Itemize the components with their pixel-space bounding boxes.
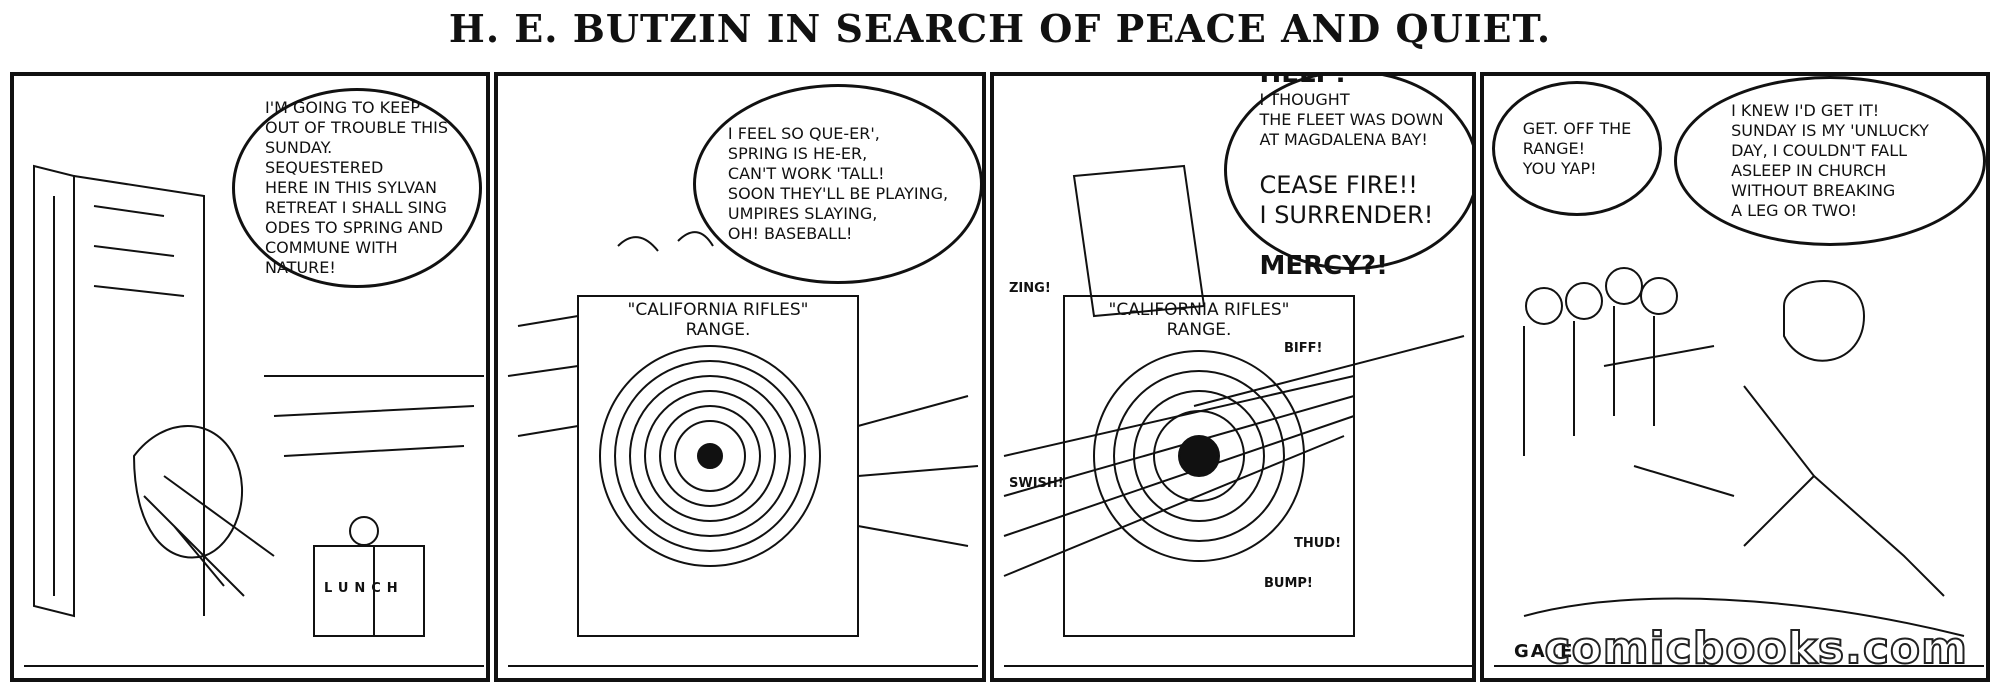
- speech-bubble-4-left-text: GET. OFF THE RANGE! YOU YAP!: [1522, 118, 1632, 178]
- sfx-swish: SWISH!: [1009, 476, 1064, 491]
- panel-4-drawing: [1494, 267, 1984, 667]
- site-watermark: comicbooks.com: [1543, 622, 1968, 675]
- speech-bubble-2-text: I FEEL SO QUE-ER', SPRING IS HE-ER, CAN'…: [727, 124, 949, 243]
- sfx-thud: THUD!: [1294, 536, 1342, 551]
- sfx-biff: BIFF!: [1284, 341, 1323, 356]
- mercy-text: MERCY?!: [1259, 251, 1388, 281]
- lunch-box-label: LUNCH: [324, 581, 404, 596]
- speech-bubble-1: I'M GOING TO KEEP OUT OF TROUBLE THIS SU…: [232, 88, 482, 288]
- panel-2-drawing: [507, 231, 979, 667]
- panel-1-drawing: [24, 164, 484, 667]
- target-sign-label-shot: "CALIFORNIA RIFLES" RANGE.: [1108, 300, 1290, 340]
- speech-bubble-4-right-text: I KNEW I'D GET IT! SUNDAY IS MY 'UNLUCKY…: [1731, 101, 1929, 220]
- speech-bubble-4-left: GET. OFF THE RANGE! YOU YAP!: [1492, 81, 1662, 216]
- sfx-bump: BUMP!: [1264, 576, 1313, 591]
- panel-2: I FEEL SO QUE-ER', SPRING IS HE-ER, CAN'…: [494, 72, 986, 682]
- target-sign-label: "CALIFORNIA RIFLES" RANGE.: [627, 300, 809, 340]
- artist-signature: GALE: [1514, 641, 1575, 662]
- cease-fire-text: CEASE FIRE!! I SURRENDER!: [1259, 171, 1434, 229]
- panel-1: I'M GOING TO KEEP OUT OF TROUBLE THIS SU…: [10, 72, 490, 682]
- panel-3-drawing: [1003, 164, 1472, 667]
- help-text: HELP!: [1259, 72, 1347, 89]
- speech-bubble-3: HELP! I THOUGHT THE FLEET WAS DOWN AT MA…: [1224, 76, 1472, 281]
- speech-bubble-1-text: I'M GOING TO KEEP OUT OF TROUBLE THIS SU…: [265, 98, 449, 277]
- speech-bubble-2: I FEEL SO QUE-ER', SPRING IS HE-ER, CAN'…: [693, 84, 982, 284]
- comic-title: H. E. BUTZIN IN SEARCH OF PEACE AND QUIE…: [448, 6, 1552, 51]
- speech-bubble-3-content: HELP! I THOUGHT THE FLEET WAS DOWN AT MA…: [1259, 72, 1444, 303]
- speech-bubble-4-right: I KNEW I'D GET IT! SUNDAY IS MY 'UNLUCKY…: [1674, 76, 1986, 246]
- sfx-zing: ZING!: [1009, 281, 1051, 296]
- target-rings-shot: [1093, 350, 1305, 562]
- panel-4: GET. OFF THE RANGE! YOU YAP! I KNEW I'D …: [1480, 72, 1990, 682]
- target-rings: [599, 345, 821, 567]
- fleet-text: I THOUGHT THE FLEET WAS DOWN AT MAGDALEN…: [1259, 90, 1444, 149]
- panel-3: HELP! I THOUGHT THE FLEET WAS DOWN AT MA…: [990, 72, 1476, 682]
